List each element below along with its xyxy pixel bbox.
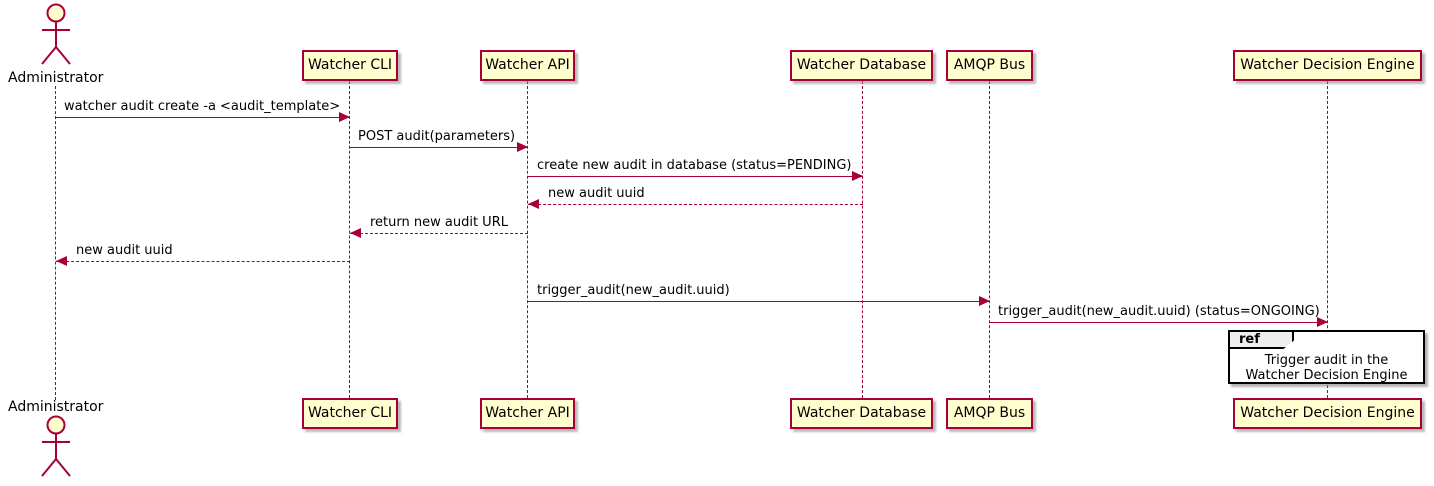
actor-label-administrator-bottom: Administrator <box>8 399 104 415</box>
participant-watcher-cli-bottom: Watcher CLI <box>302 398 398 429</box>
message-return-audit-url: return new audit URL <box>350 216 528 238</box>
arrowhead-right-icon <box>852 171 863 181</box>
ref-fragment: ref Trigger audit in the Watcher Decisio… <box>1228 330 1425 384</box>
administrator-actor-icon <box>41 3 71 65</box>
ref-fragment-body: Trigger audit in the Watcher Decision En… <box>1230 332 1423 383</box>
arrowhead-left-icon <box>350 228 361 238</box>
lifeline-administrator <box>55 86 56 400</box>
participant-watcher-cli-top: Watcher CLI <box>302 50 398 81</box>
message-line <box>56 117 350 118</box>
ref-fragment-keyword: ref <box>1228 330 1294 349</box>
ref-fragment-line1: Trigger audit in the <box>1264 353 1389 368</box>
participant-watcher-decision-engine-bottom: Watcher Decision Engine <box>1233 398 1422 429</box>
message-label: trigger_audit(new_audit.uuid) (status=ON… <box>998 304 1320 319</box>
participant-watcher-database-bottom: Watcher Database <box>790 398 933 429</box>
participant-watcher-database-top: Watcher Database <box>790 50 933 81</box>
message-line <box>990 322 1328 323</box>
lifeline-watcher-api <box>527 81 528 398</box>
message-audit-create: watcher audit create -a <audit_template> <box>56 100 350 122</box>
message-line <box>528 204 863 205</box>
participant-amqp-bus-bottom: AMQP Bus <box>946 398 1033 429</box>
arrowhead-right-icon <box>517 142 528 152</box>
participant-watcher-api-top: Watcher API <box>480 50 575 81</box>
message-label: new audit uuid <box>548 186 645 201</box>
message-trigger-audit-ongoing: trigger_audit(new_audit.uuid) (status=ON… <box>990 305 1328 327</box>
message-line <box>528 176 863 177</box>
message-trigger-audit: trigger_audit(new_audit.uuid) <box>528 284 990 306</box>
arrowhead-left-icon <box>528 199 539 209</box>
message-line <box>528 301 990 302</box>
message-line <box>350 233 528 234</box>
message-label: create new audit in database (status=PEN… <box>537 158 852 173</box>
actor-label-administrator-top: Administrator <box>8 70 104 86</box>
participant-watcher-decision-engine-top: Watcher Decision Engine <box>1233 50 1422 81</box>
lifeline-watcher-cli <box>349 81 350 398</box>
arrowhead-left-icon <box>56 256 67 266</box>
message-label: watcher audit create -a <audit_template> <box>64 99 341 114</box>
message-line <box>56 261 350 262</box>
message-create-audit-db: create new audit in database (status=PEN… <box>528 159 863 181</box>
message-label: return new audit URL <box>370 215 508 230</box>
lifeline-watcher-database <box>862 81 863 398</box>
lifeline-amqp-bus <box>989 81 990 398</box>
message-label: trigger_audit(new_audit.uuid) <box>537 283 730 298</box>
message-new-audit-uuid-to-admin: new audit uuid <box>56 244 350 266</box>
message-line <box>350 147 528 148</box>
arrowhead-right-icon <box>1317 317 1328 327</box>
arrowhead-right-icon <box>339 112 350 122</box>
participant-watcher-api-bottom: Watcher API <box>480 398 575 429</box>
message-post-audit: POST audit(parameters) <box>350 130 528 152</box>
lifeline-watcher-decision-engine <box>1327 81 1328 398</box>
message-label: new audit uuid <box>76 243 173 258</box>
arrowhead-right-icon <box>979 296 990 306</box>
message-new-audit-uuid-return: new audit uuid <box>528 187 863 209</box>
message-label: POST audit(parameters) <box>358 129 516 144</box>
participant-amqp-bus-top: AMQP Bus <box>946 50 1033 81</box>
ref-fragment-line2: Watcher Decision Engine <box>1245 368 1408 383</box>
administrator-actor-icon <box>41 415 71 477</box>
